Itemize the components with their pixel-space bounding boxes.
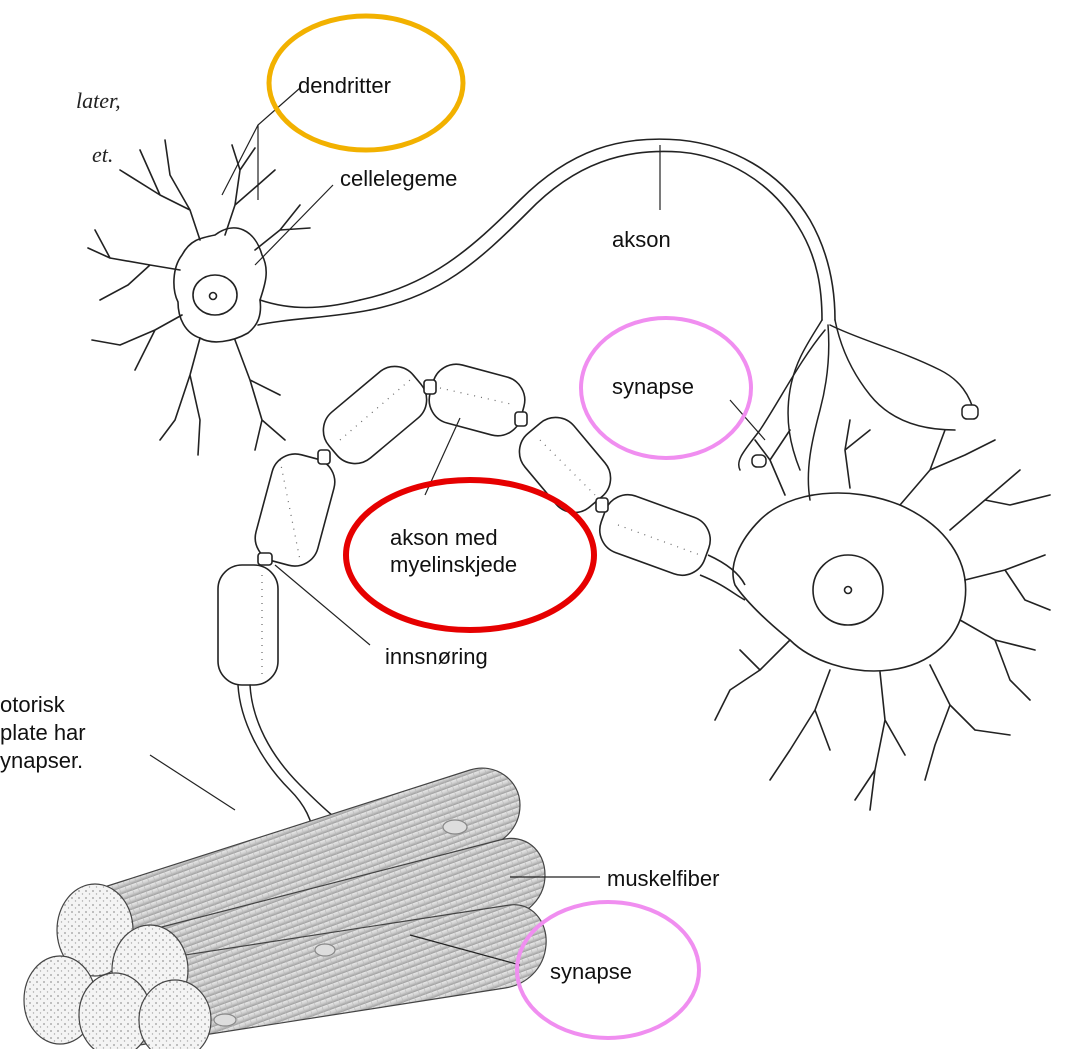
margin-text-1: later, — [76, 88, 121, 113]
label-synapse-bottom: synapse — [550, 959, 632, 984]
dendrite-branch — [88, 230, 180, 300]
axon-hillock-upper — [258, 310, 370, 325]
dendrite-branch — [92, 315, 182, 370]
node-of-ranvier — [318, 450, 330, 464]
label-axon: akson — [612, 227, 671, 252]
leader-node — [275, 565, 370, 645]
label-node: innsnøring — [385, 644, 488, 669]
dendrite-branch — [225, 145, 275, 235]
nucleus-upper — [193, 275, 237, 315]
dendrite-branch — [235, 340, 285, 450]
leader-dendrites — [222, 88, 300, 195]
margin-text-2: et. — [92, 142, 113, 167]
myelin-segment — [218, 565, 278, 685]
cell-body-lower — [733, 493, 966, 671]
label-myelin-line2: myelinskjede — [390, 552, 517, 577]
label-cell-body: cellelegeme — [340, 166, 457, 191]
leader-motor-plate — [150, 755, 235, 810]
dendrite-branch — [120, 140, 200, 240]
terminal-bouton — [962, 405, 978, 419]
dendrite-branch — [255, 205, 310, 250]
label-motor-line1: otorisk — [0, 692, 66, 717]
node-of-ranvier — [596, 498, 608, 512]
neuron-lower — [715, 420, 1050, 810]
myelin-segment — [314, 357, 437, 474]
muscle-fibers — [24, 768, 546, 1049]
node-of-ranvier — [258, 553, 272, 565]
nucleus-lower — [813, 555, 883, 625]
label-muscle-fiber: muskelfiber — [607, 866, 719, 891]
node-of-ranvier — [515, 412, 527, 426]
terminal-bouton — [752, 455, 766, 467]
node-of-ranvier — [424, 380, 436, 394]
myelinated-axon — [218, 357, 745, 685]
dendrite-branch — [160, 338, 200, 455]
label-myelin-line1: akson med — [390, 525, 498, 550]
label-motor-line2: plate har — [0, 720, 86, 745]
leader-cell-body — [255, 185, 333, 265]
axon-terminals-upper — [739, 320, 978, 500]
myelin-segment — [593, 488, 717, 582]
label-synapse-top: synapse — [612, 374, 694, 399]
label-motor-line3: ynapser. — [0, 748, 83, 773]
axon-hillock-upper — [260, 300, 360, 308]
label-dendrites: dendritter — [298, 73, 391, 98]
cell-body-upper — [174, 228, 266, 342]
myelin-segment — [424, 359, 530, 441]
